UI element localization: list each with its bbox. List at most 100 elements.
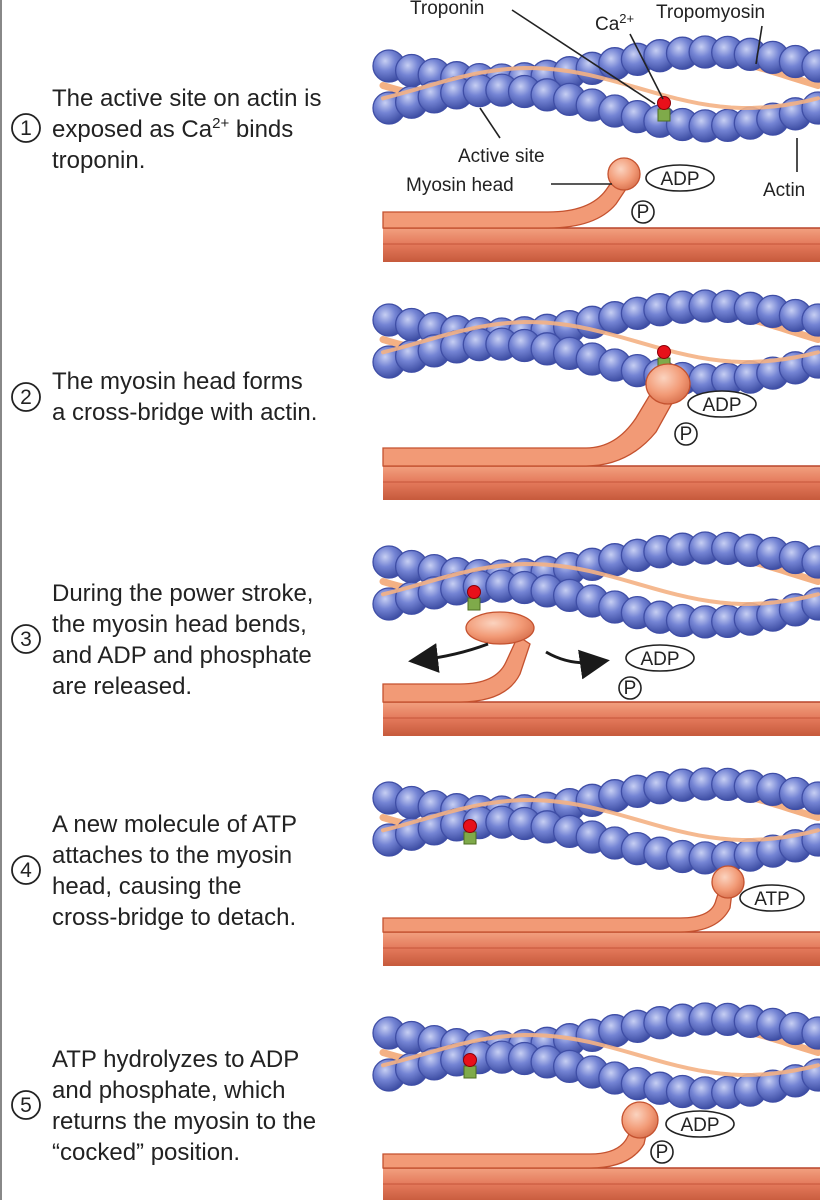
- myosin-head: [711, 865, 745, 899]
- myosin-head: [645, 363, 691, 405]
- step-number-badge: [11, 624, 41, 654]
- troponin-complex: [657, 108, 671, 122]
- actin-bead: [801, 781, 820, 815]
- step-text-line: troponin.: [52, 147, 145, 174]
- step-4: 4 A new molecule of ATP attaches to the my…: [11, 811, 297, 931]
- phosphate-label: P: [656, 1142, 669, 1163]
- actin-label: Actin: [763, 180, 805, 201]
- step-number: 2: [20, 386, 32, 409]
- calcium-ion: [657, 345, 671, 359]
- troponin-label: Troponin: [410, 0, 484, 19]
- calcium-label: Ca2+: [595, 11, 634, 35]
- myosin-head: [465, 611, 535, 645]
- tropomyosin-label: Tropomyosin: [656, 2, 765, 23]
- phosphate-circle: [674, 422, 698, 446]
- calcium-label-sup: 2+: [619, 11, 634, 26]
- step-text-line: exposed as Ca2+ binds: [52, 115, 293, 143]
- adp-pill: [645, 164, 715, 192]
- adp-label: ADP: [702, 395, 741, 416]
- step-text-main: cross-bridge to detach.: [52, 904, 296, 931]
- step-text-main: binds: [229, 116, 293, 143]
- step-text-main: are released.: [52, 673, 192, 700]
- step-text-line: “cocked” position.: [52, 1139, 240, 1166]
- step-number: 4: [20, 859, 32, 882]
- myosin-neck: [382, 1121, 649, 1169]
- phosphate-circle: [631, 200, 655, 224]
- step-2: 2 The myosin head forms a cross-bridge wit…: [11, 368, 317, 426]
- step-text-line: are released.: [52, 673, 192, 700]
- actin-bead: [801, 303, 820, 337]
- phosphate-label: P: [624, 678, 637, 699]
- step-text-main: The active site on actin is: [52, 85, 321, 112]
- panel-4: ATP: [372, 767, 820, 966]
- step-text-main: and phosphate, which: [52, 1077, 286, 1104]
- adp-label: ADP: [680, 1115, 719, 1136]
- step-text-main: and ADP and phosphate: [52, 642, 312, 669]
- step-text-sup: 2+: [212, 115, 229, 132]
- step-text-line: cross-bridge to detach.: [52, 904, 296, 931]
- adp-pill: [687, 390, 757, 418]
- myosin-head: [621, 1101, 659, 1139]
- troponin-complex: [467, 597, 481, 611]
- myosin-head-label: Myosin head: [406, 175, 514, 196]
- step-text-line: head, causing the: [52, 873, 241, 900]
- tropomyosin-leader: [755, 25, 763, 65]
- step-text-line: returns the myosin to the: [52, 1108, 316, 1135]
- step-number-badge: [11, 382, 41, 412]
- adp-label: ADP: [640, 649, 679, 670]
- tropomyosin-strand: [381, 65, 820, 111]
- calcium-ion: [657, 96, 671, 110]
- step-text-main: “cocked” position.: [52, 1139, 240, 1166]
- step-text-line: A new molecule of ATP: [52, 811, 297, 838]
- step-text-line: the myosin head bends,: [52, 611, 307, 638]
- step-number: 3: [20, 628, 32, 651]
- calcium-ion: [467, 585, 481, 599]
- adp-pill: [625, 644, 695, 672]
- actin-bead: [801, 545, 820, 579]
- step-text-line: ATP hydrolyzes to ADP: [52, 1046, 299, 1073]
- actin-bead: [801, 1016, 820, 1050]
- myosin-neck: [382, 635, 531, 703]
- step-number-badge: [11, 1090, 41, 1120]
- callouts-panel-1: Troponin Ca2+ Tropomyosin Active site My…: [406, 0, 805, 201]
- step-5: 5 ATP hydrolyzes to ADP and phosphate, whi…: [11, 1046, 316, 1166]
- arrow-right: [545, 649, 610, 680]
- step-text-line: and phosphate, which: [52, 1077, 286, 1104]
- troponin-leader: [511, 9, 656, 105]
- step-text-main: During the power stroke,: [52, 580, 313, 607]
- step-number-badge: [11, 855, 41, 885]
- adp-label: ADP: [660, 169, 699, 190]
- thick-filament: [383, 466, 820, 500]
- adp-pill: [665, 1110, 735, 1138]
- step-text-main: a cross-bridge with actin.: [52, 399, 317, 426]
- step-text-main: head, causing the: [52, 873, 241, 900]
- step-text-line: The active site on actin is: [52, 85, 321, 112]
- active-site-label: Active site: [458, 146, 545, 167]
- step-text-line: The myosin head forms: [52, 368, 303, 395]
- arrow-left: [408, 642, 489, 673]
- calcium-leader: [629, 33, 664, 100]
- step-text-line: During the power stroke,: [52, 580, 313, 607]
- step-text-main: exposed as Ca: [52, 116, 213, 143]
- step-text-main: The myosin head forms: [52, 368, 303, 395]
- calcium-ion: [463, 1053, 477, 1067]
- myosin-neck: [382, 887, 733, 933]
- step-text-main: attaches to the myosin: [52, 842, 292, 869]
- panel-5: ADP P: [372, 1002, 820, 1200]
- step-number-badge: [11, 113, 41, 143]
- atp-label: ATP: [754, 889, 790, 910]
- calcium-label-base: Ca: [595, 14, 620, 35]
- step-text-main: the myosin head bends,: [52, 611, 307, 638]
- phosphate-label: P: [637, 202, 650, 223]
- step-number: 5: [20, 1094, 32, 1117]
- panel-1: ADP P: [372, 35, 820, 262]
- step-text-main: returns the myosin to the: [52, 1108, 316, 1135]
- troponin-complex: [463, 1065, 477, 1079]
- active-site-leader: [479, 107, 501, 139]
